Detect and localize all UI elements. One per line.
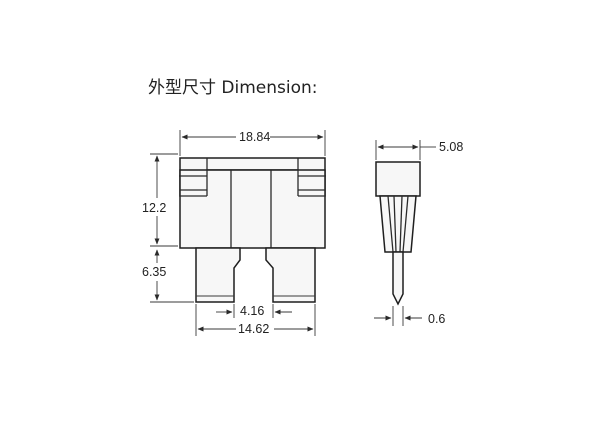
- dim-side-thickness: 5.08: [439, 140, 463, 154]
- dim-blade-gap: 4.16: [240, 304, 264, 318]
- dim-overall-width: 18.84: [239, 130, 270, 144]
- fuse-main-body: [179, 169, 326, 249]
- dim-blade-span: 14.62: [238, 322, 269, 336]
- dim-body-height: 12.2: [142, 201, 166, 215]
- dim-blade-thickness: 0.6: [428, 312, 445, 326]
- dim-blade-length: 6.35: [142, 265, 166, 279]
- fuse-right-blade: [265, 247, 316, 303]
- drawing-title: 外型尺寸 Dimension:: [148, 78, 318, 98]
- side-top-cap: [375, 161, 421, 197]
- side-blade: [392, 251, 404, 306]
- side-view: 5.08 0.6: [374, 140, 463, 326]
- front-view: 18.84 12.2 6.35 4.16 14.62: [138, 128, 326, 336]
- side-body: [379, 195, 417, 253]
- fuse-left-blade: [195, 247, 241, 303]
